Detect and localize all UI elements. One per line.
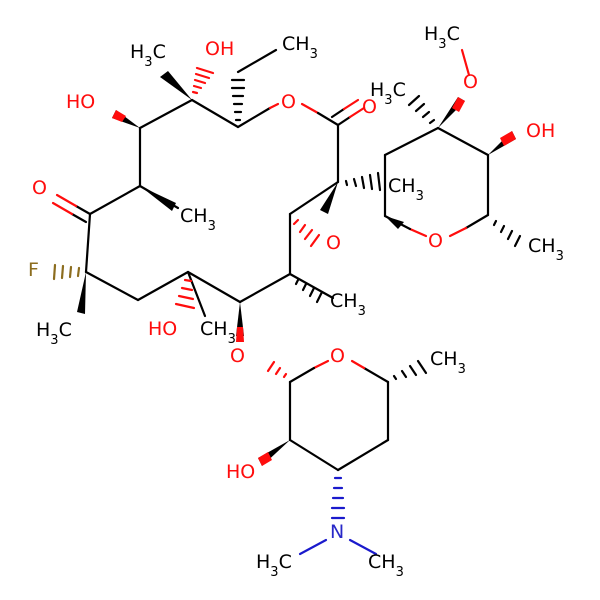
label-cladinose-c5-ch3: CH3 xyxy=(528,235,564,264)
bond xyxy=(316,111,340,127)
bond xyxy=(84,270,140,302)
solid-wedges xyxy=(77,71,516,466)
label-c4-ch3: CH3 xyxy=(330,290,366,319)
bond xyxy=(238,272,292,304)
bond xyxy=(88,184,142,216)
bond xyxy=(236,106,272,129)
label-cladinose-oh: OH xyxy=(526,120,555,142)
label-c10-ch3: CH3 xyxy=(180,205,216,234)
bond xyxy=(288,366,316,384)
hashed-wedges xyxy=(52,66,522,520)
bond xyxy=(288,180,340,216)
label-c8-h3c: H3C xyxy=(36,319,72,348)
bond xyxy=(312,359,330,370)
label-n-methyl-right: CH3 xyxy=(368,551,404,580)
bond xyxy=(288,438,340,472)
label-ester-ring-o: O xyxy=(281,91,296,113)
label-methoxy-h3c: H3C xyxy=(424,23,460,52)
bond xyxy=(342,98,360,111)
bond-network xyxy=(51,48,522,556)
bond xyxy=(350,359,366,370)
bond xyxy=(298,538,328,556)
bond xyxy=(348,106,366,119)
bond xyxy=(348,538,378,556)
bond xyxy=(300,102,320,115)
bond xyxy=(51,201,74,216)
bond xyxy=(136,270,190,302)
label-desosamine-ring-o: O xyxy=(330,345,345,367)
bond xyxy=(186,270,242,304)
bond xyxy=(383,126,440,157)
bond xyxy=(408,227,428,238)
label-desosamine-ch3: CH3 xyxy=(430,348,466,377)
bond xyxy=(460,48,471,77)
label-c2-ch3: CH3 xyxy=(388,175,424,204)
label-cladinose-ring-o: O xyxy=(428,230,443,252)
label-cladinose-glycosidic-o: O xyxy=(326,232,341,254)
label-c6-ch3: CH3 xyxy=(200,318,236,347)
bond xyxy=(288,272,335,300)
bond xyxy=(70,212,88,224)
label-c6-ho: HO xyxy=(148,318,177,340)
bond xyxy=(74,204,92,216)
bond xyxy=(330,107,346,119)
label-me-top: H3C xyxy=(130,41,166,70)
label-oh-top: OH xyxy=(205,38,234,60)
bond xyxy=(190,98,240,129)
bond xyxy=(138,98,194,130)
label-nitrogen: N xyxy=(330,521,344,543)
bond xyxy=(186,270,207,318)
label-ketone-o: O xyxy=(32,177,47,199)
label-ethyl-ch3: CH3 xyxy=(282,33,318,62)
atom-labels: H3C OH CH3 HO O O O H3C O H3C OH CH3 CH3… xyxy=(28,23,564,580)
label-methoxy-o: O xyxy=(463,71,478,93)
label-desosamine-glycosidic-o: O xyxy=(230,345,245,367)
label-carbonyl-o: O xyxy=(362,96,377,118)
bond xyxy=(336,115,352,127)
bond xyxy=(362,366,390,384)
label-fluorine: F xyxy=(28,259,39,281)
bond xyxy=(268,102,280,110)
label-ho-left: HO xyxy=(66,91,95,113)
bond xyxy=(464,213,490,230)
bond xyxy=(84,212,92,274)
bond xyxy=(55,193,78,208)
bond xyxy=(436,126,490,157)
label-cladinose-h3c: H3C xyxy=(370,79,406,108)
bond xyxy=(236,48,278,74)
label-n-methyl-left: H3C xyxy=(256,551,292,580)
bond xyxy=(336,438,390,472)
label-desosamine-ho: HO xyxy=(226,461,255,483)
bond xyxy=(448,226,468,238)
